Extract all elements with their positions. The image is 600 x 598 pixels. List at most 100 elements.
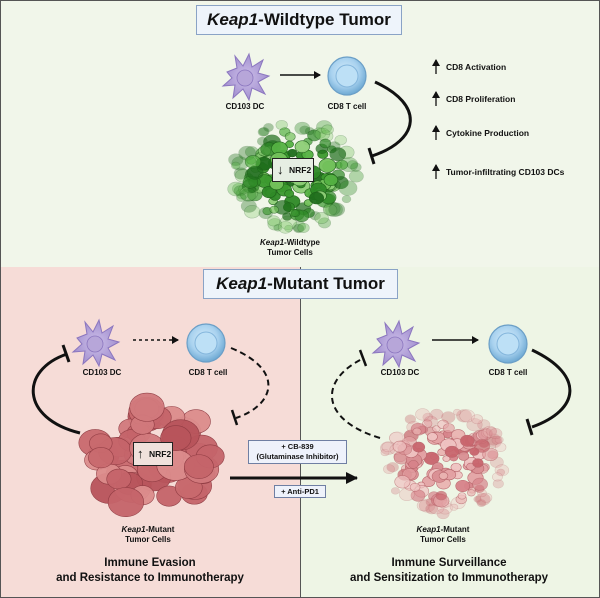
tumor-cell <box>491 435 503 445</box>
tumor-cell <box>350 162 362 172</box>
tumor-cell <box>404 414 417 424</box>
tumor-cell <box>183 454 214 479</box>
tumor-cell <box>477 427 493 440</box>
tumor-cell <box>246 165 264 180</box>
tumor-cell <box>107 487 145 517</box>
down-arrow-icon: ↓ <box>277 162 284 177</box>
tumor-cell <box>236 193 247 202</box>
mutant-title: Keap1-Mutant Tumor <box>203 269 398 299</box>
tumor-cell <box>263 123 274 132</box>
tumor-cell <box>348 170 364 183</box>
tcell-left <box>186 323 226 363</box>
sensitized-tumor-right <box>380 408 510 520</box>
tumor-cell <box>256 136 268 146</box>
tumor-cell <box>438 471 449 480</box>
tumor-cell <box>390 487 400 495</box>
tumor-cell <box>450 462 462 472</box>
tumor-cell <box>416 499 431 512</box>
caption-immune-surveillance: Immune Surveillance and Sensitization to… <box>349 557 549 584</box>
tumor-cell <box>436 508 450 520</box>
tcell-label-top: CD8 T cell <box>327 102 367 111</box>
tumor-cell <box>338 180 358 196</box>
tumor-cell <box>494 464 510 477</box>
tumor-cell <box>415 408 430 421</box>
tumor-cell <box>287 148 298 158</box>
tumor-cell <box>106 468 132 490</box>
tumor-cell <box>258 127 270 137</box>
tumor-cell <box>233 185 247 197</box>
tcell-top <box>327 56 367 96</box>
tumor-cell <box>284 132 296 142</box>
tumor-cell <box>308 191 324 205</box>
tumor-cell <box>231 161 241 170</box>
tumor-cell <box>435 490 447 501</box>
nrf2-box-top: ↓ NRF2 <box>272 158 314 182</box>
tumor-cell <box>494 442 507 453</box>
tumor-cell <box>494 436 504 444</box>
tumor-cell <box>455 479 471 493</box>
mutant-tumor-label-right: Keap1-Mutant Tumor Cells <box>416 525 470 544</box>
tumor-cell <box>240 199 257 213</box>
tumor-cell <box>309 211 321 221</box>
tumor-cell <box>472 477 488 491</box>
caption-immune-evasion: Immune Evasion and Resistance to Immunot… <box>56 557 244 584</box>
tumor-cell <box>485 426 497 436</box>
cb839-box: + CB-839 (Glutaminase Inhibitor) <box>248 440 347 464</box>
tumor-cell <box>444 445 460 458</box>
tumor-cell <box>430 408 444 420</box>
tumor-cell <box>412 427 422 436</box>
wildtype-tumor-label: Keap1-Wildtype Tumor Cells <box>260 238 320 257</box>
dc-label-top: CD103 DC <box>225 102 265 111</box>
tumor-cell <box>318 158 337 173</box>
tumor-cell <box>277 221 293 234</box>
effect-cd8-activation: CD8 Activation <box>446 62 507 72</box>
tumor-cell <box>304 127 315 136</box>
tumor-cell <box>476 499 487 508</box>
tumor-cell <box>284 224 293 233</box>
tcell-label-right: CD8 T cell <box>488 368 528 377</box>
tumor-cell <box>409 482 421 492</box>
tumor-cell <box>329 147 347 162</box>
wildtype-title: Keap1-Wildtype Tumor <box>196 5 402 35</box>
effect-cytokine-production: Cytokine Production <box>446 128 530 138</box>
tumor-cell <box>477 419 491 431</box>
tumor-cell <box>453 408 462 416</box>
tumor-cell <box>316 120 333 134</box>
dc-cell-top <box>221 52 271 102</box>
tumor-cell <box>267 215 281 227</box>
tumor-cell <box>460 434 475 447</box>
tumor-cell <box>317 217 331 229</box>
tumor-cell <box>297 222 310 233</box>
tumor-cell <box>267 218 283 231</box>
tumor-cell <box>340 157 359 173</box>
tumor-cell <box>291 209 301 218</box>
tumor-cell <box>425 503 439 515</box>
tumor-cell <box>457 492 467 500</box>
tumor-cell <box>466 489 476 497</box>
tumor-cell <box>442 455 451 462</box>
tumor-cell <box>394 475 411 489</box>
tumor-cell <box>244 205 261 219</box>
tumor-cell <box>273 224 283 232</box>
tumor-cell <box>408 460 419 469</box>
tumor-cell <box>480 492 493 503</box>
tumor-cell <box>325 202 343 217</box>
tumor-cell <box>129 392 165 422</box>
tumor-cell <box>294 140 310 153</box>
tumor-cell <box>442 423 455 433</box>
tumor-cell <box>480 428 493 438</box>
tumor-cell <box>228 153 244 166</box>
tumor-cell <box>423 415 438 428</box>
tumor-cell <box>473 495 482 503</box>
tumor-cell <box>88 447 114 469</box>
tumor-cell <box>321 124 334 135</box>
tumor-cell <box>456 409 472 423</box>
tumor-cell <box>294 121 311 135</box>
tumor-cell <box>489 428 503 440</box>
effect-tumor-infiltrating-dcs: Tumor-infiltrating CD103 DCs <box>446 167 565 177</box>
tumor-cell <box>386 462 399 473</box>
tumor-cell <box>482 425 497 438</box>
tumor-cell <box>314 212 329 224</box>
tumor-cell <box>328 202 346 217</box>
